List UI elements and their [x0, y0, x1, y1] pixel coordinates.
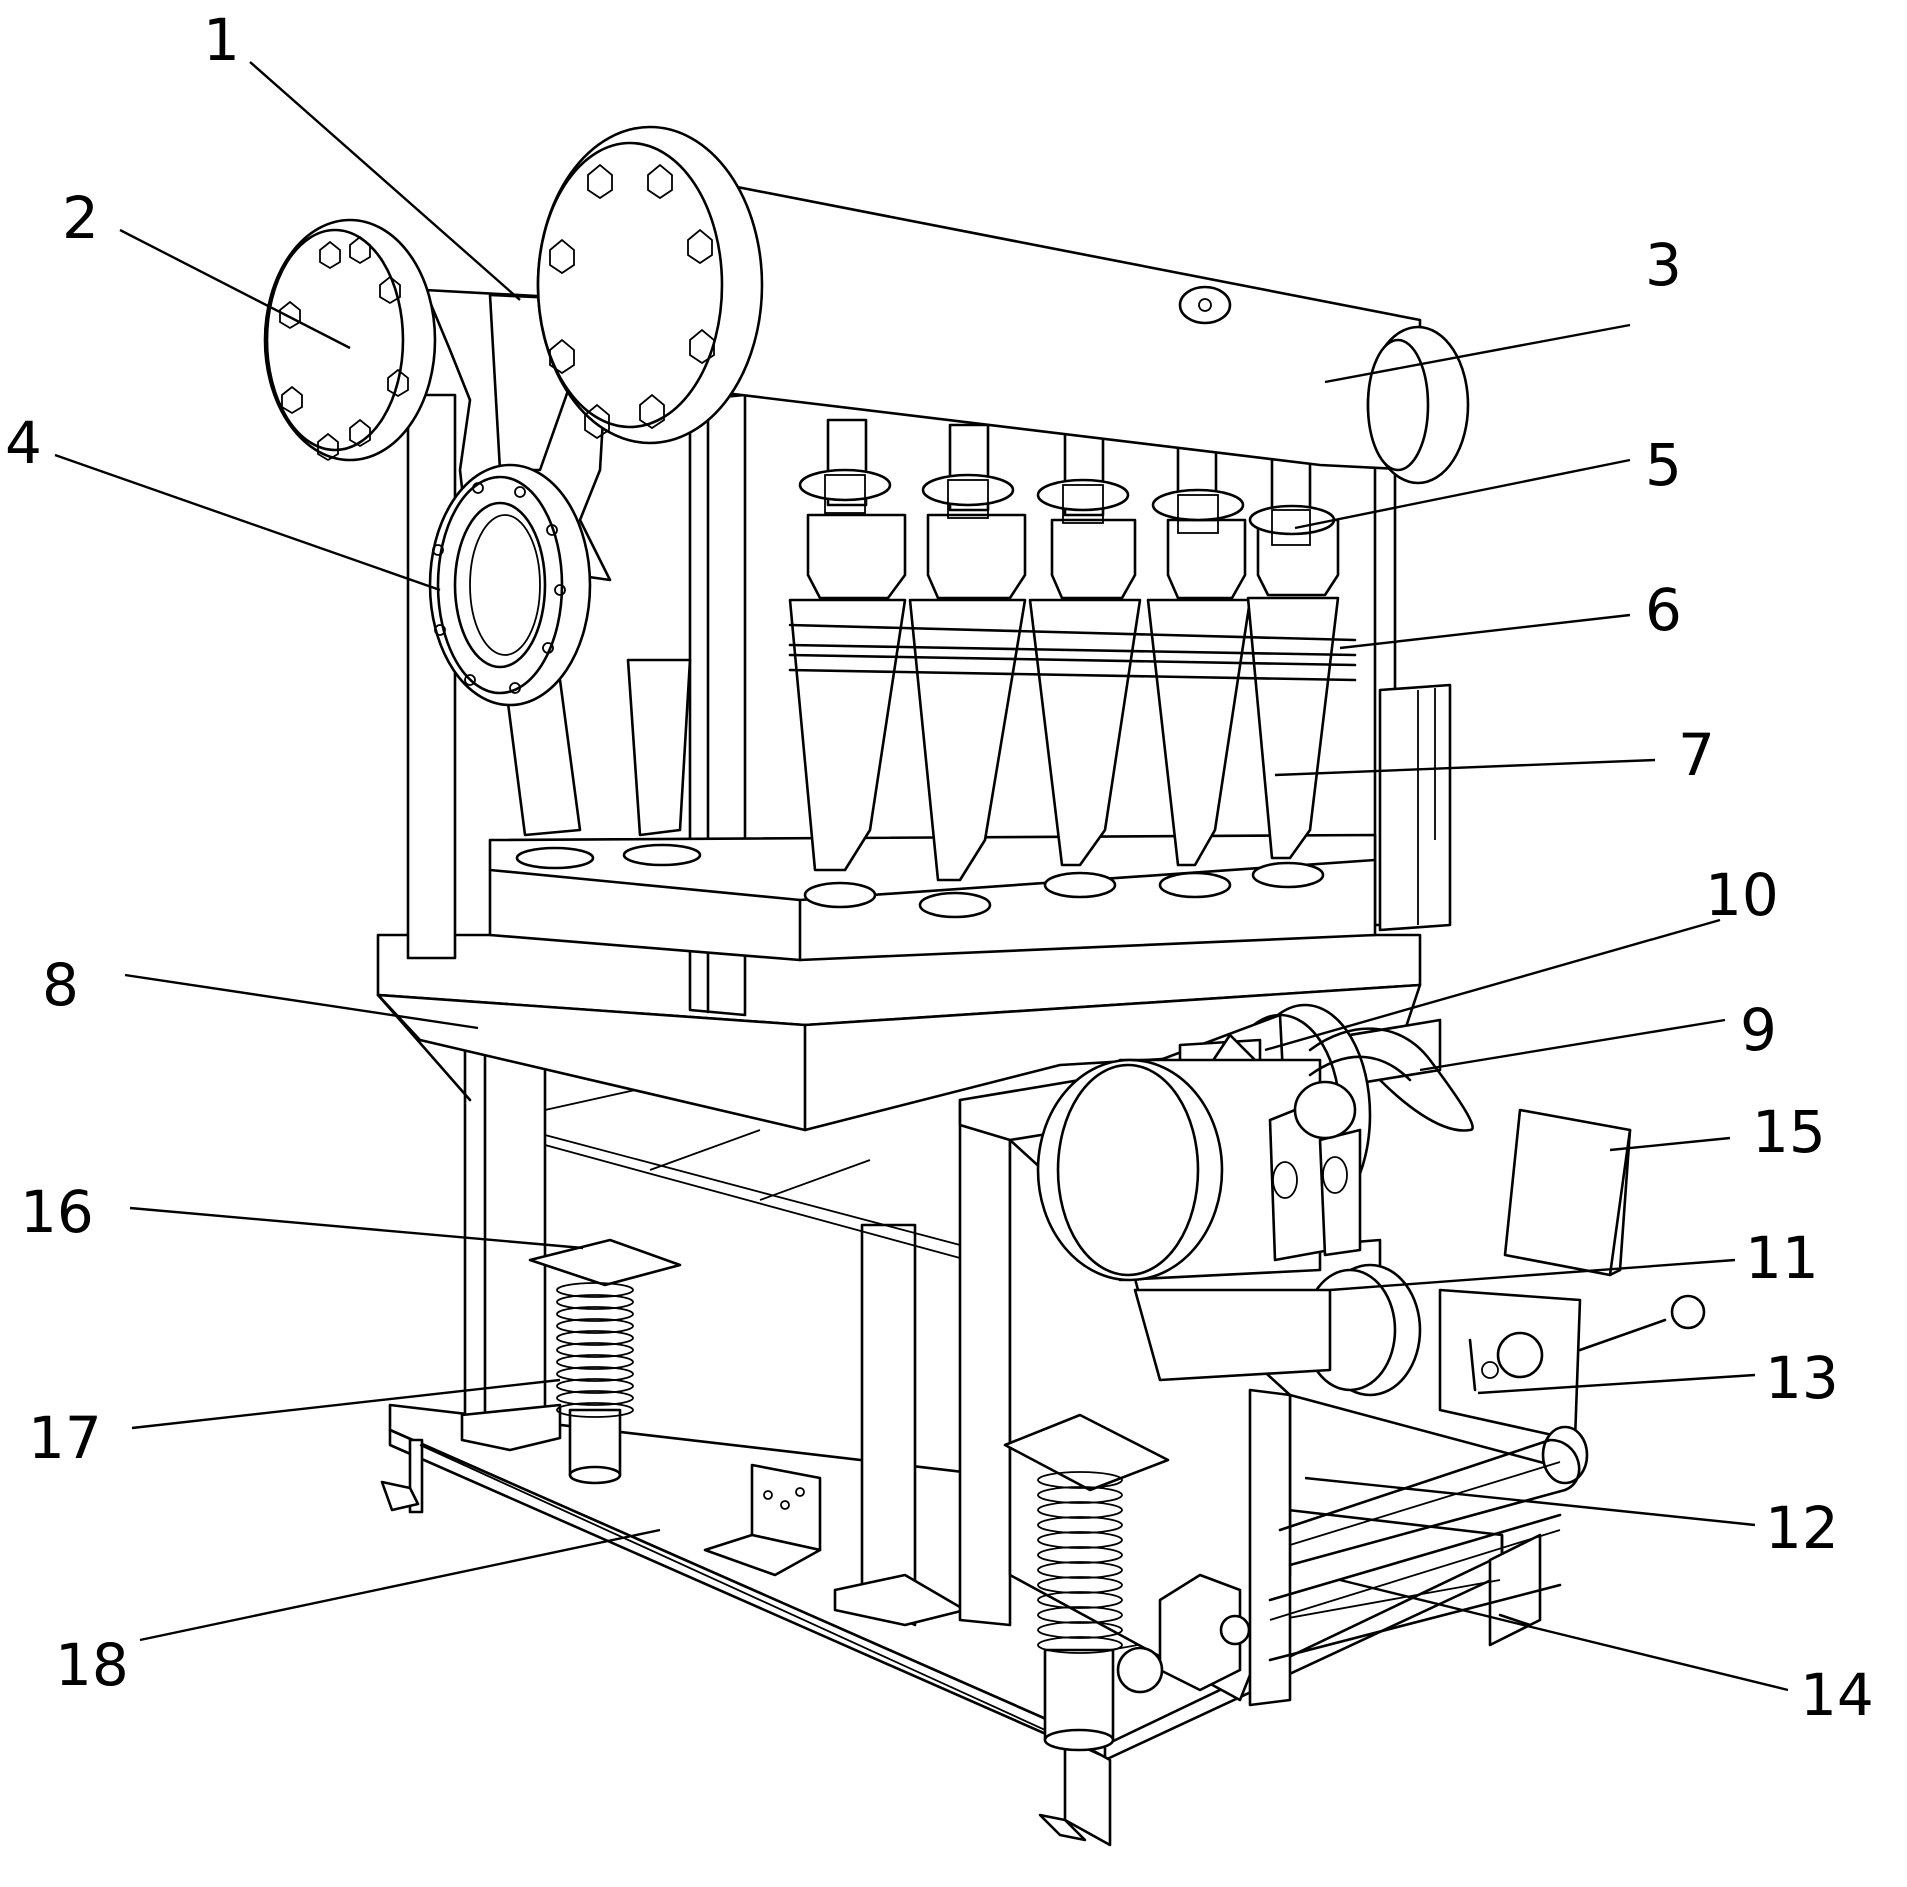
small-gearbox — [1116, 1573, 1251, 1694]
vibrating-motor — [1036, 1003, 1422, 1397]
leader-8 — [124, 973, 479, 1030]
lever-panel — [1438, 1288, 1706, 1442]
callout-14: 14 — [1800, 1661, 1874, 1729]
leader-13 — [1477, 1373, 1756, 1395]
lower-frame — [460, 1023, 1012, 1627]
hose — [1293, 1027, 1474, 1140]
callout-13: 13 — [1765, 1344, 1839, 1412]
callout-5: 5 — [1645, 431, 1682, 499]
callout-12: 12 — [1765, 1494, 1839, 1562]
inlet-flange — [428, 463, 592, 707]
callout-6: 6 — [1645, 576, 1682, 644]
centre-flange — [536, 125, 764, 445]
callout-1: 1 — [203, 6, 240, 74]
leader-17 — [131, 1378, 561, 1430]
roller — [1278, 1425, 1589, 1567]
leader-lines — [54, 61, 1789, 1692]
callout-2: 2 — [62, 184, 99, 252]
callout-labels: 1 2 3 4 5 6 7 8 9 10 11 12 13 14 15 16 1… — [5, 6, 1874, 1729]
leader-5 — [1294, 458, 1631, 530]
callout-9: 9 — [1740, 996, 1777, 1064]
leader-15 — [1609, 1136, 1731, 1152]
clamp-rails — [788, 623, 1357, 682]
control-box — [1503, 1108, 1632, 1277]
callout-8: 8 — [42, 951, 79, 1019]
leader-14 — [1339, 1578, 1789, 1692]
callout-3: 3 — [1645, 231, 1682, 299]
overflow-outlets — [798, 468, 1336, 546]
leader-4 — [54, 453, 441, 592]
leader-3 — [1324, 323, 1631, 384]
callout-10: 10 — [1705, 861, 1779, 929]
leader-7 — [1274, 758, 1656, 777]
callout-16: 16 — [20, 1178, 94, 1246]
callout-18: 18 — [55, 1631, 129, 1699]
leader-18 — [139, 1528, 661, 1642]
leader-16 — [129, 1206, 584, 1250]
left-coil-spring — [556, 1282, 634, 1418]
callout-11: 11 — [1745, 1224, 1819, 1292]
callout-17: 17 — [28, 1404, 102, 1472]
left-spring-mount — [528, 1238, 682, 1485]
right-spring-mount — [1003, 1413, 1170, 1752]
leader-6 — [1339, 613, 1631, 650]
overflow-manifold — [648, 168, 1470, 485]
leader-9 — [1419, 1018, 1726, 1072]
right-coil-spring — [1037, 1471, 1123, 1654]
leader-2 — [119, 228, 351, 350]
leader-11 — [1329, 1258, 1736, 1292]
left-flange — [263, 218, 437, 462]
callout-4: 4 — [5, 409, 42, 477]
leader-10 — [1264, 918, 1721, 1052]
callout-15: 15 — [1752, 1098, 1826, 1166]
callout-7: 7 — [1678, 721, 1715, 789]
leader-1 — [249, 61, 521, 301]
leader-12 — [1304, 1476, 1756, 1527]
